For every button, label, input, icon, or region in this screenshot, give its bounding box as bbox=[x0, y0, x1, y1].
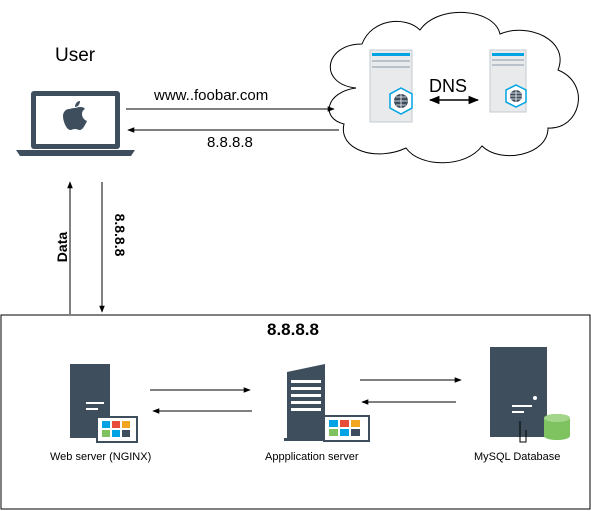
request-label: www..foobar.com bbox=[154, 87, 269, 104]
database-server-icon bbox=[490, 347, 570, 443]
response-label: 8.8.8.8 bbox=[207, 134, 253, 151]
ip-label: 8.8.8.8 bbox=[112, 213, 128, 257]
user-label: User bbox=[55, 45, 96, 66]
application-server-caption: Appplication server bbox=[265, 451, 359, 463]
dns-label: DNS bbox=[429, 76, 468, 96]
data-label: Data bbox=[54, 231, 70, 263]
server-box-title: 8.8.8.8 bbox=[267, 320, 319, 339]
laptop-apple-icon bbox=[16, 91, 135, 156]
database-caption: MySQL Database bbox=[474, 451, 561, 463]
dns-server-icon bbox=[369, 49, 413, 123]
application-server-icon bbox=[284, 364, 370, 442]
web-server-caption: Web server (NGINX) bbox=[50, 451, 152, 463]
web-server-icon bbox=[70, 364, 138, 443]
dns-server-icon bbox=[489, 49, 527, 113]
server-box bbox=[0, 314, 591, 510]
